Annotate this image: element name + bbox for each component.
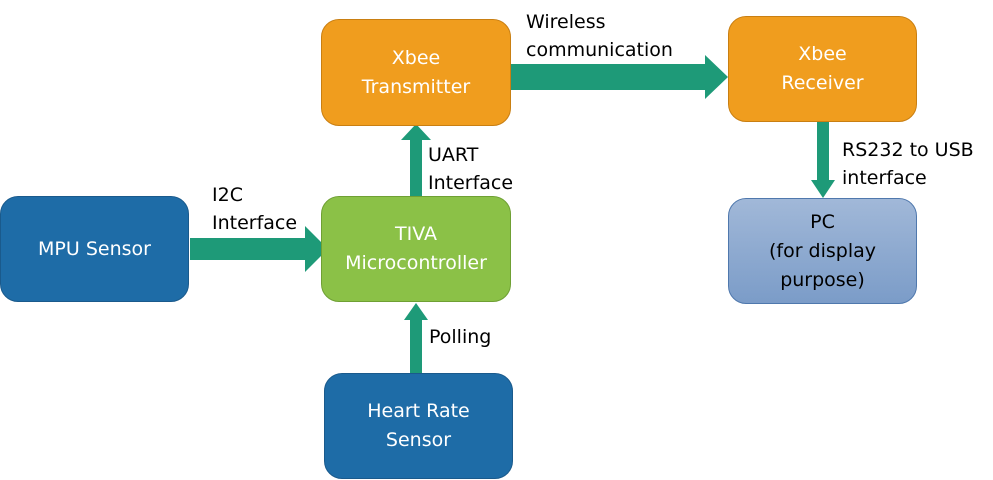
arrow-i2c: [190, 226, 328, 272]
xbee-receiver-node: Xbee Receiver: [728, 16, 917, 122]
tiva-label: TIVA Microcontroller: [345, 223, 487, 274]
pc-node: PC (for display purpose): [728, 198, 917, 304]
pc-label: PC (for display purpose): [768, 210, 877, 291]
arrow-polling: [404, 303, 428, 373]
xbee-transmitter-node: Xbee Transmitter: [321, 19, 511, 126]
edge-label-polling: Polling: [429, 326, 492, 348]
mpu-sensor-node: MPU Sensor: [0, 196, 189, 302]
heart-rate-label: Heart Rate Sensor: [367, 400, 470, 451]
arrow-uart: [401, 124, 431, 196]
edge-label-i2c: I2C Interface: [212, 184, 298, 234]
mpu-sensor-label: MPU Sensor: [38, 237, 151, 260]
arrow-rs232: [811, 122, 835, 198]
xbee-transmitter-label: Xbee Transmitter: [361, 46, 471, 98]
arrow-wireless: [511, 55, 728, 99]
heart-rate-sensor-node: Heart Rate Sensor: [324, 373, 513, 479]
edge-label-uart: UART Interface: [428, 144, 514, 194]
xbee-receiver-label: Xbee Receiver: [781, 43, 864, 94]
edge-label-rs232: RS232 to USB interface: [842, 139, 974, 189]
tiva-microcontroller-node: TIVA Microcontroller: [321, 196, 511, 302]
edge-label-wireless: Wireless communication: [526, 11, 673, 61]
